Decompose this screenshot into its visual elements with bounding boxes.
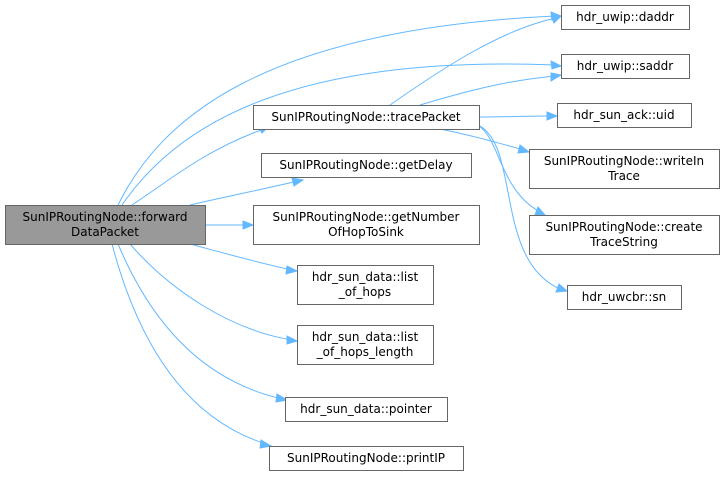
arrowhead xyxy=(550,72,563,82)
edge-line xyxy=(439,128,525,151)
node-box[interactable] xyxy=(5,205,206,245)
edge-forward-pointer xyxy=(117,243,289,403)
arrowhead xyxy=(550,60,563,70)
node-label: hdr_uwcbr::sn xyxy=(582,290,666,304)
edge-forward-listlen xyxy=(129,243,299,345)
node-box[interactable] xyxy=(561,5,690,30)
node-uid[interactable]: hdr_sun_ack::uid xyxy=(557,103,692,128)
edge-forward-printip xyxy=(111,243,273,449)
arrowhead xyxy=(546,111,559,121)
node-box[interactable] xyxy=(297,325,434,365)
node-label: hdr_sun_data::list xyxy=(312,330,419,344)
arrowhead xyxy=(286,335,299,345)
node-listhops[interactable]: hdr_sun_data::list_of_hops xyxy=(297,265,434,305)
arrowhead xyxy=(291,177,305,187)
node-box[interactable] xyxy=(529,149,720,189)
edge-trace-saddr xyxy=(419,72,563,106)
node-label: SunIPRoutingNode::writeIn xyxy=(544,154,704,168)
node-sn[interactable]: hdr_uwcbr::sn xyxy=(567,285,682,310)
node-label: hdr_sun_ack::uid xyxy=(573,108,674,122)
node-listlen[interactable]: hdr_sun_data::list_of_hops_length xyxy=(297,325,434,365)
node-label: DataPacket xyxy=(71,225,139,239)
node-label: SunIPRoutingNode::printIP xyxy=(287,451,445,465)
node-label: SunIPRoutingNode::getDelay xyxy=(279,158,452,172)
edge-line xyxy=(478,115,552,118)
edge-forward-listhops xyxy=(189,243,299,275)
node-box[interactable] xyxy=(561,54,690,79)
arrowhead xyxy=(285,265,299,275)
node-box[interactable] xyxy=(557,103,692,128)
arrowhead xyxy=(259,439,273,449)
node-label: SunIPRoutingNode::create xyxy=(545,220,702,234)
node-box[interactable] xyxy=(567,285,682,310)
edge-trace-writein xyxy=(439,128,531,154)
edge-line xyxy=(131,128,265,206)
edge-forward-trace xyxy=(131,125,271,206)
arrowhead xyxy=(550,15,563,24)
edge-line xyxy=(117,15,556,206)
edge-line xyxy=(389,17,557,106)
edge-forward-gethops xyxy=(204,220,255,230)
node-box[interactable] xyxy=(261,153,472,178)
node-label: hdr_uwip::saddr xyxy=(577,59,673,73)
node-box[interactable] xyxy=(529,215,720,255)
edge-trace-sn xyxy=(479,125,569,293)
arrowhead xyxy=(242,220,255,230)
node-getdelay[interactable]: SunIPRoutingNode::getDelay xyxy=(261,153,472,178)
edge-line xyxy=(189,243,293,271)
edge-line xyxy=(117,243,283,400)
edge-trace-uid xyxy=(478,111,559,121)
node-box[interactable] xyxy=(253,105,480,130)
edge-forward-getdelay xyxy=(189,177,305,206)
node-label: _of_hops_length xyxy=(316,345,414,359)
node-box[interactable] xyxy=(269,446,464,471)
node-label: SunIPRoutingNode::tracePacket xyxy=(271,110,461,124)
edge-line xyxy=(111,243,267,445)
edges-layer xyxy=(111,11,569,449)
node-trace[interactable]: SunIPRoutingNode::tracePacket xyxy=(253,105,480,130)
nodes-layer: SunIPRoutingNode::forwardDataPacketSunIP… xyxy=(5,5,720,471)
node-label: SunIPRoutingNode::getNumber xyxy=(273,210,460,224)
node-daddr[interactable]: hdr_uwip::daddr xyxy=(561,5,690,30)
node-label: hdr_uwip::daddr xyxy=(576,10,674,24)
node-label: SunIPRoutingNode::forward xyxy=(22,210,187,224)
node-box[interactable] xyxy=(285,397,448,422)
node-label: _of_hops xyxy=(338,285,391,299)
node-box[interactable] xyxy=(253,205,480,245)
node-label: OfHopToSink xyxy=(328,225,404,239)
node-box[interactable] xyxy=(297,265,434,305)
arrowhead xyxy=(555,283,569,293)
arrowhead xyxy=(275,393,289,403)
node-label: hdr_sun_data::list xyxy=(312,270,419,284)
edge-line xyxy=(121,63,556,206)
arrowhead xyxy=(517,144,531,154)
edge-line xyxy=(189,180,299,206)
edge-trace-daddr xyxy=(389,15,563,106)
node-printip[interactable]: SunIPRoutingNode::printIP xyxy=(269,446,464,471)
edge-forward-saddr xyxy=(121,60,563,206)
edge-line xyxy=(129,243,293,341)
node-label: Trace xyxy=(607,169,640,183)
edge-line xyxy=(419,75,557,106)
edge-line xyxy=(479,125,561,290)
arrowhead xyxy=(534,206,547,216)
node-label: TraceString xyxy=(589,235,658,249)
node-pointer[interactable]: hdr_sun_data::pointer xyxy=(285,397,448,422)
node-label: hdr_sun_data::pointer xyxy=(300,402,432,416)
node-saddr[interactable]: hdr_uwip::saddr xyxy=(561,54,690,79)
